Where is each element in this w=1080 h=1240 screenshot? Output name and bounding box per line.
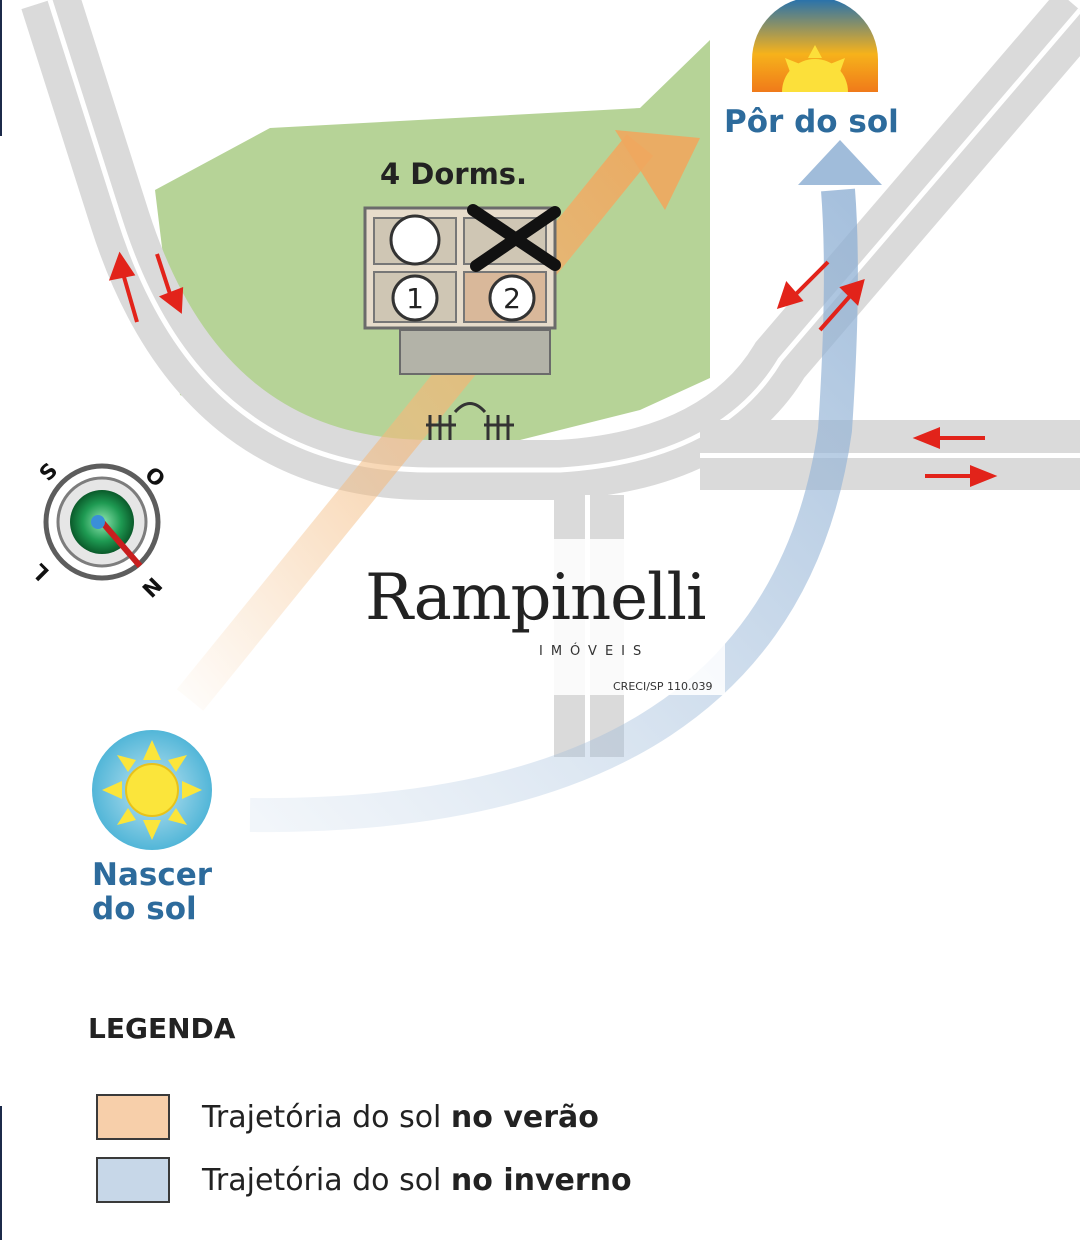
winter-path-arrowhead <box>798 140 882 185</box>
legend-title: LEGENDA <box>88 1012 236 1045</box>
left-edge-mark-bottom <box>0 1106 2 1240</box>
curved-road-centerline <box>47 0 1080 473</box>
sunrise-icon <box>92 730 212 850</box>
logo-creci: CRECI/SP 110.039 <box>613 680 713 693</box>
gate-icon <box>426 402 514 440</box>
legend-item-winter: Trajetória do sol no inverno <box>96 1157 632 1203</box>
legend-prefix-winter: Trajetória do sol <box>202 1162 451 1198</box>
left-edge-mark-top <box>0 0 2 136</box>
unit-number-2: 2 <box>503 282 521 315</box>
legend-prefix-summer: Trajetória do sol <box>202 1099 451 1135</box>
legend-swatch-summer <box>96 1094 170 1140</box>
logo-name: Rampinelli <box>365 561 706 635</box>
unit-number-1: 1 <box>406 282 424 315</box>
logo-watermark: Rampinelli IMÓVEIS CRECI/SP 110.039 <box>351 539 725 695</box>
winter-sun-path <box>249 188 858 833</box>
traffic-arrows <box>108 251 998 487</box>
logo-subtitle: IMÓVEIS <box>539 644 650 659</box>
legend-swatch-winter <box>96 1157 170 1203</box>
building-label: 4 Dorms. <box>380 157 528 191</box>
sunrise-label: Nascer do sol <box>92 857 213 927</box>
sunset-icon <box>752 0 878 92</box>
legend-text-summer: Trajetória do sol no verão <box>202 1100 599 1135</box>
building <box>363 204 561 375</box>
legend-emphasis-summer: no verão <box>450 1099 599 1135</box>
horizontal-road-centerline <box>700 453 1080 458</box>
legend-item-summer: Trajetória do sol no verão <box>96 1094 599 1140</box>
sunset-label: Pôr do sol <box>724 104 899 140</box>
summer-path-arrowhead <box>615 130 700 210</box>
legend-emphasis-winter: no inverno <box>450 1162 632 1198</box>
compass-icon <box>43 463 161 581</box>
legend-text-winter: Trajetória do sol no inverno <box>202 1163 632 1198</box>
summer-sun-path <box>176 134 654 711</box>
